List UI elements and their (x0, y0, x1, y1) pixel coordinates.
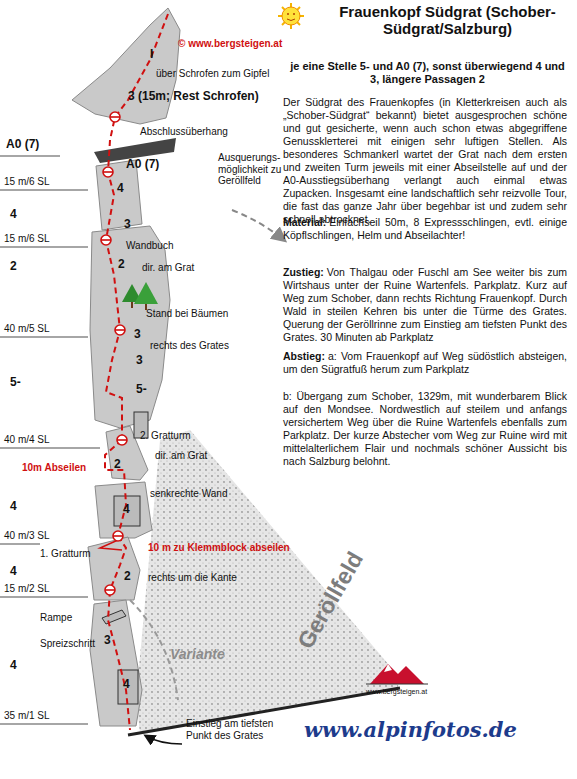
grade: 3 (104, 634, 111, 648)
route-note: über Schrofen zum Gipfel (156, 68, 269, 80)
pitch-length: 15 m/2 SL (4, 583, 50, 595)
trees (122, 282, 158, 310)
grade: 2 (118, 258, 125, 272)
watermark: www.alpinfotos.de (304, 718, 517, 742)
grade: A0 (7) (126, 158, 159, 172)
grade: 4 (123, 503, 130, 517)
grade: 4 (10, 500, 17, 514)
grade: 3 (15m; Rest Schrofen) (128, 90, 259, 104)
grade: 4 (10, 565, 17, 579)
pitch-length: 40 m/3 SL (4, 530, 50, 542)
route-note: Abschlussüberhang (140, 126, 228, 138)
abseil-note: 10m Abseilen (22, 462, 86, 474)
route-note: Einstieg am tiefsten Punkt des Grates (186, 718, 296, 741)
grade: 4 (123, 678, 130, 692)
grade: 2 (10, 260, 17, 274)
route-note: Spreizschritt (40, 638, 95, 650)
grade: 3 (124, 218, 131, 232)
paragraph: Abstieg:a: Vom Frauenkopf auf Weg südöst… (283, 350, 567, 376)
belays (101, 112, 127, 595)
grade: 2 (114, 458, 121, 472)
bergsteigen-logo (366, 664, 428, 684)
logo-text: www.bergsteigen.at (366, 688, 427, 696)
title: Frauenkopf Südgrat (Schober-Südgrat/Salz… (325, 3, 570, 37)
route-note: dir. am Grat (142, 262, 194, 274)
grade: 5- (136, 383, 147, 397)
variant-label: Variante (170, 646, 225, 662)
route-note: Rampe (40, 612, 72, 624)
grade: 5- (10, 376, 21, 390)
heading: Zustieg: (283, 266, 324, 278)
grade: 4 (10, 659, 17, 673)
paragraph: Material:Einfachseil 50m, 8 Expressschli… (283, 216, 567, 242)
body-text: a: Vom Frauenkopf auf Weg südöstlich abs… (283, 350, 567, 375)
grade: I (150, 48, 153, 62)
pitch-length: 15 m/6 SL (4, 176, 50, 188)
route-note: Stand bei Bäumen (146, 308, 228, 320)
heading: Material: (283, 216, 326, 228)
grade: 2 (124, 570, 131, 584)
pitch-length: 35 m/1 SL (4, 710, 50, 722)
grade: A0 (7) (6, 138, 39, 152)
abseil-note: 10 m zu Klemmblock abseilen (148, 542, 290, 554)
grade: 4 (10, 208, 17, 222)
body-text: b: Übergang zum Schober, 1329m, mit wund… (283, 390, 567, 468)
pitch-lines (0, 156, 100, 724)
description: Der Südgrat des Frauenkopfes (in Kletter… (283, 96, 567, 226)
body-text: Von Thalgau oder Fuschl am See weiter bi… (283, 266, 567, 343)
route-note: rechts des Grates (150, 340, 229, 352)
route-note: Ausquerungs-möglichkeit zu Geröllfeld (218, 152, 300, 187)
paragraph: Zustieg:Von Thalgau oder Fuschl am See w… (283, 266, 567, 344)
sun-logo (278, 3, 304, 29)
grade: 3 (136, 354, 143, 368)
rock-boxes (102, 412, 148, 704)
pitch-length: 40 m/5 SL (4, 323, 50, 335)
grade: 4 (117, 182, 124, 196)
heading: Abstieg: (283, 350, 325, 362)
route-note: 1. Gratturm (40, 548, 91, 560)
copyright: © www.bergsteigen.at (178, 38, 282, 50)
pitch-length: 15 m/6 SL (4, 233, 50, 245)
route-note: Wandbuch (126, 240, 173, 252)
route-note: senkrechte Wand (150, 488, 227, 500)
subtitle: je eine Stelle 5- und A0 (7), sonst über… (285, 60, 570, 86)
route-note: 2. Gratturm (140, 430, 191, 442)
route-note: dir. am Grat (155, 450, 207, 462)
route-note: rechts um die Kante (148, 572, 237, 584)
pitch-length: 40 m/4 SL (4, 434, 50, 446)
grade: 3 (134, 328, 141, 342)
rock (72, 8, 180, 726)
